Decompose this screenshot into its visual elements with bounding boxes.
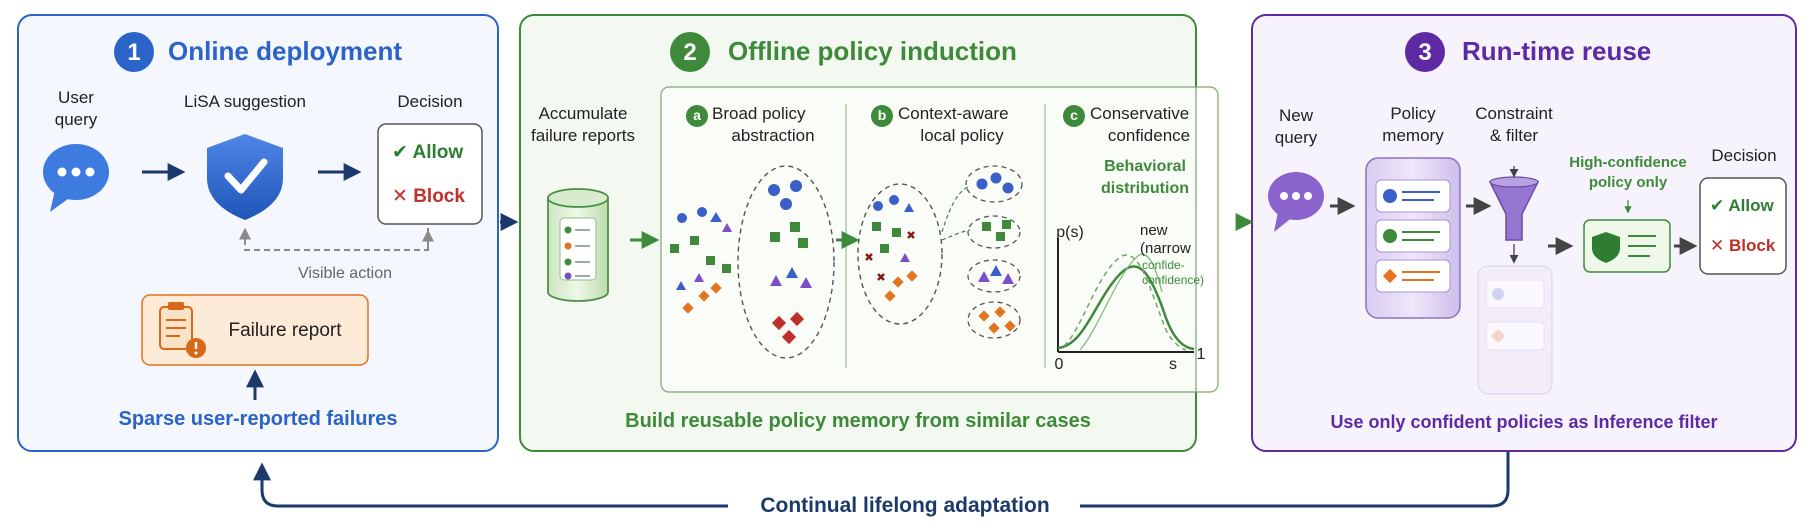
badge-1 xyxy=(114,32,154,72)
behavioral-label-2: distribution xyxy=(1101,180,1189,197)
cluster-ellipse-b xyxy=(857,183,943,325)
accumulate-label-2: failure reports xyxy=(531,126,635,145)
new-query-label-2: query xyxy=(1274,128,1318,147)
new-label-2: (narrow xyxy=(1140,240,1191,257)
new-query-label-1: New xyxy=(1278,106,1313,125)
a-title-1: Broad policy xyxy=(712,104,806,123)
axis-s-label: s xyxy=(1169,356,1177,373)
block-label-1: ✕ Block xyxy=(392,186,465,208)
c-title-2: confidence xyxy=(1107,126,1191,145)
database-cylinder-icon xyxy=(547,188,609,302)
c-title-1: Conservative xyxy=(1090,104,1190,123)
cluster-ellipse-a xyxy=(737,165,835,359)
failure-report-label: Failure report xyxy=(228,320,342,341)
badge-1-number: 1 xyxy=(127,39,141,66)
new-label-1: new xyxy=(1140,222,1168,239)
badge-3 xyxy=(1405,32,1445,72)
shield-check-icon xyxy=(207,134,283,220)
ps-label: p(s) xyxy=(1056,224,1084,241)
badge-c-letter: c xyxy=(1070,107,1078,123)
badge-2 xyxy=(670,32,710,72)
allow-text-1: Allow xyxy=(412,142,464,163)
local-policy-clusters xyxy=(941,165,1023,339)
panel-runtime-reuse xyxy=(1251,14,1797,452)
adaptation-loop-line-left xyxy=(253,462,728,508)
block-label-3: ✕ Block xyxy=(1710,236,1775,256)
confidence-label-2: confidence) xyxy=(1142,273,1205,287)
a-title-2: abstraction xyxy=(731,126,815,145)
chat-bubble-icon-purple xyxy=(1268,172,1324,232)
section1-footer: Sparse user-reported failures xyxy=(118,408,398,430)
behavioral-label-1: Behavioral xyxy=(1104,158,1186,175)
badge-a xyxy=(686,105,708,127)
chat-bubble-icon xyxy=(43,144,109,212)
b-title-1: Context-aware xyxy=(898,104,1009,123)
high-confidence-policy-box xyxy=(1583,219,1671,273)
high-conf-label-2: policy only xyxy=(1588,174,1668,191)
section3-title: Run-time reuse xyxy=(1462,36,1652,66)
policy-memory-label-2: memory xyxy=(1382,126,1444,145)
badge-c xyxy=(1063,105,1085,127)
policy-memory-label-1: Policy xyxy=(1390,104,1436,123)
visible-action-label: Visible action xyxy=(298,265,392,282)
allow-label-1: ✔ Allow xyxy=(392,142,463,164)
block-text-1: Block xyxy=(413,186,465,207)
section2-footer: Build reusable policy memory from simila… xyxy=(625,410,1091,432)
cross-icon-3: ✕ xyxy=(1710,236,1725,255)
badge-3-number: 3 xyxy=(1418,39,1432,66)
axis-zero-label: 0 xyxy=(1054,356,1064,373)
decision-label-3: Decision xyxy=(1711,146,1777,165)
panel-online-deployment xyxy=(17,14,499,452)
user-query-label-2: query xyxy=(54,110,98,129)
block-text-3: Block xyxy=(1728,236,1776,255)
confidence-label-1: confide- xyxy=(1142,258,1185,272)
constraint-label-2: & filter xyxy=(1489,126,1539,145)
section2-title: Offline policy induction xyxy=(728,36,1017,66)
loop-label: Continual lifelong adaptation xyxy=(760,494,1050,517)
scatter-points-a xyxy=(670,207,732,314)
adaptation-loop-line xyxy=(1080,452,1510,508)
decision-label-1: Decision xyxy=(397,92,463,111)
axis-one-label: 1 xyxy=(1196,346,1206,363)
allow-label-3: ✔ Allow xyxy=(1710,196,1774,216)
check-icon: ✔ xyxy=(392,142,408,163)
high-conf-label-1: High-confidence xyxy=(1569,154,1687,171)
allow-text-3: Allow xyxy=(1728,196,1774,215)
filtered-memory-icon xyxy=(1477,265,1553,395)
user-query-label-1: User xyxy=(58,88,94,107)
badge-b xyxy=(871,105,893,127)
lisa-suggestion-label: LiSA suggestion xyxy=(184,92,306,111)
badge-b-letter: b xyxy=(877,107,887,123)
constraint-label-1: Constraint xyxy=(1475,104,1553,123)
section3-footer: Use only confident policies as Inference… xyxy=(1330,412,1718,432)
badge-a-letter: a xyxy=(693,107,701,123)
clipboard-warning-icon xyxy=(159,302,206,358)
badge-2-number: 2 xyxy=(683,39,697,66)
cross-icon: ✕ xyxy=(392,186,408,207)
decision-box-1 xyxy=(377,123,483,225)
check-icon-3: ✔ xyxy=(1710,196,1725,215)
confidence-distribution-plot xyxy=(1057,238,1195,353)
b-title-2: local policy xyxy=(920,126,1004,145)
policy-memory-icon xyxy=(1365,157,1461,319)
decision-box-3 xyxy=(1699,177,1787,275)
accumulate-label-1: Accumulate xyxy=(538,104,628,123)
section1-title: Online deployment xyxy=(168,36,403,66)
